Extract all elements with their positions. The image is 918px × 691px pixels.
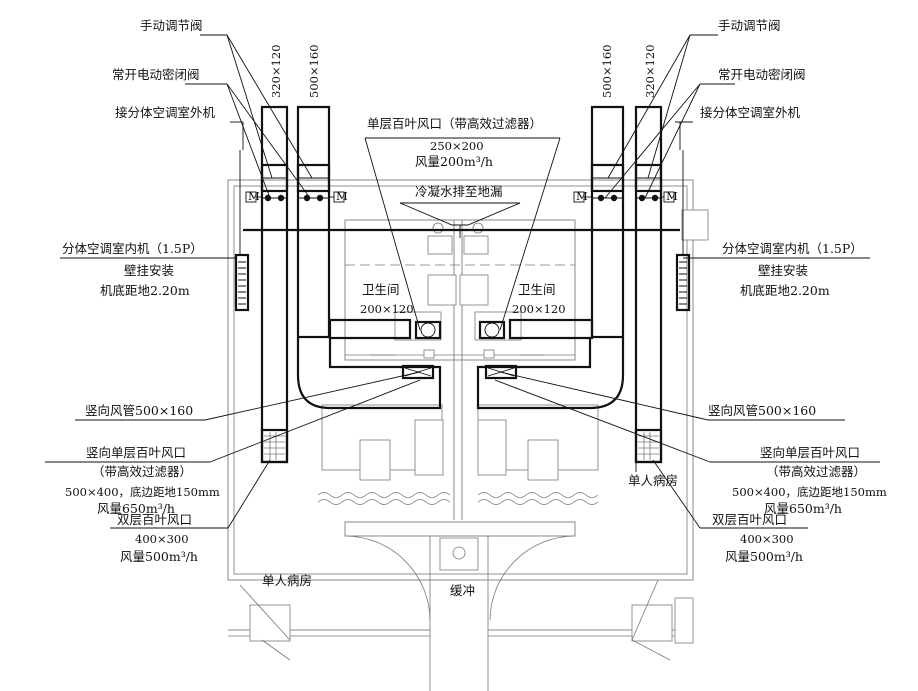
ward-label-left: 单人病房	[262, 573, 312, 588]
vertical-grille-label-left-4: 风量650m³/h	[97, 501, 175, 516]
double-grille-label-left-1: 双层百叶风口	[117, 512, 192, 527]
toilet-size-left: 200×120	[360, 302, 414, 316]
vertical-grille-label-right-1: 竖向单层百叶风口	[760, 445, 860, 460]
toilet-fixtures	[370, 222, 545, 359]
m-mark-left-a: M	[248, 189, 260, 203]
ward-label-right: 单人病房	[628, 473, 678, 488]
building-walls	[227, 179, 709, 691]
condensate-label: 冷凝水排至地漏	[415, 184, 503, 199]
buffer-label: 缓冲	[450, 583, 475, 598]
double-grille-label-left-2: 400×300	[135, 532, 189, 546]
duct-size-500-left: 500×160	[307, 44, 321, 98]
leader-lines	[45, 34, 880, 529]
m-mark-left-b: M	[336, 189, 348, 203]
vertical-grille-label-right-4: 风量650m³/h	[764, 501, 842, 516]
indoor-unit-left[interactable]	[234, 253, 250, 312]
manual-valve-label-right: 手动调节阀	[718, 18, 781, 33]
grille-title: 单层百叶风口（带高效过滤器）	[367, 116, 542, 131]
vertical-grille-label-right-2: （带高效过滤器）	[766, 464, 866, 479]
indoor-unit-label-right-2: 壁挂安装	[758, 263, 808, 278]
vertical-grille-label-left-1: 竖向单层百叶风口	[86, 445, 186, 460]
vertical-grille-right[interactable]	[634, 428, 663, 464]
vertical-duct-320-left[interactable]	[260, 105, 289, 464]
vertical-duct-500-left[interactable]	[296, 105, 331, 339]
grille-flow: 风量200m³/h	[415, 154, 493, 169]
vertical-grille-label-left-2: （带高效过滤器）	[92, 464, 192, 479]
motor-valve-label-left: 常开电动密闭阀	[112, 67, 200, 82]
indoor-unit-label-left-1: 分体空调室内机（1.5P）	[62, 241, 203, 256]
indoor-unit-label-right-1: 分体空调室内机（1.5P）	[722, 241, 863, 256]
toilet-label-left: 卫生间	[362, 282, 400, 297]
double-grille-label-left-3: 风量500m³/h	[120, 549, 198, 564]
double-grille-label-right-2: 400×300	[740, 532, 794, 546]
toilet-label-right: 卫生间	[518, 282, 556, 297]
vertical-grille-label-right-3: 500×400，底边距地150mm	[732, 485, 887, 499]
m-mark-right-a: M	[576, 189, 588, 203]
indoor-units[interactable]	[234, 150, 691, 312]
vertical-duct-500-right[interactable]	[590, 105, 625, 339]
vertical-duct-label-right: 竖向风管500×160	[708, 403, 816, 418]
outdoor-unit-label-left: 接分体空调室外机	[115, 105, 216, 120]
duct-size-500-right: 500×160	[600, 44, 614, 98]
duct-size-320-left: 320×120	[269, 44, 283, 98]
toilet-size-right: 200×120	[512, 302, 566, 316]
vertical-grille-label-left-3: 500×400，底边距地150mm	[65, 485, 220, 499]
annotations: 手动调节阀 常开电动密闭阀 接分体空调室外机 手动调节阀 常开电动密闭阀 接分体…	[62, 18, 887, 598]
double-grille-label-right-3: 风量500m³/h	[725, 549, 803, 564]
grille-left[interactable]	[401, 364, 435, 380]
vertical-grille-left[interactable]	[260, 428, 289, 464]
indoor-unit-label-right-3: 机底距地2.20m	[740, 283, 830, 298]
indoor-unit-label-left-2: 壁挂安装	[124, 263, 174, 278]
vertical-duct-label-left: 竖向风管500×160	[85, 403, 193, 418]
manual-valve-label-left: 手动调节阀	[140, 18, 203, 33]
grille-size: 250×200	[430, 139, 484, 153]
indoor-unit-label-left-3: 机底距地2.20m	[100, 283, 190, 298]
outdoor-unit-label-right: 接分体空调室外机	[700, 105, 801, 120]
grille-right[interactable]	[484, 364, 518, 380]
m-mark-right-b: M	[666, 189, 678, 203]
motor-valve-label-right: 常开电动密闭阀	[718, 67, 806, 82]
valves[interactable]: M M M M	[245, 163, 678, 203]
duct-size-320-right: 320×120	[643, 44, 657, 98]
double-grille-label-right-1: 双层百叶风口	[712, 512, 787, 527]
